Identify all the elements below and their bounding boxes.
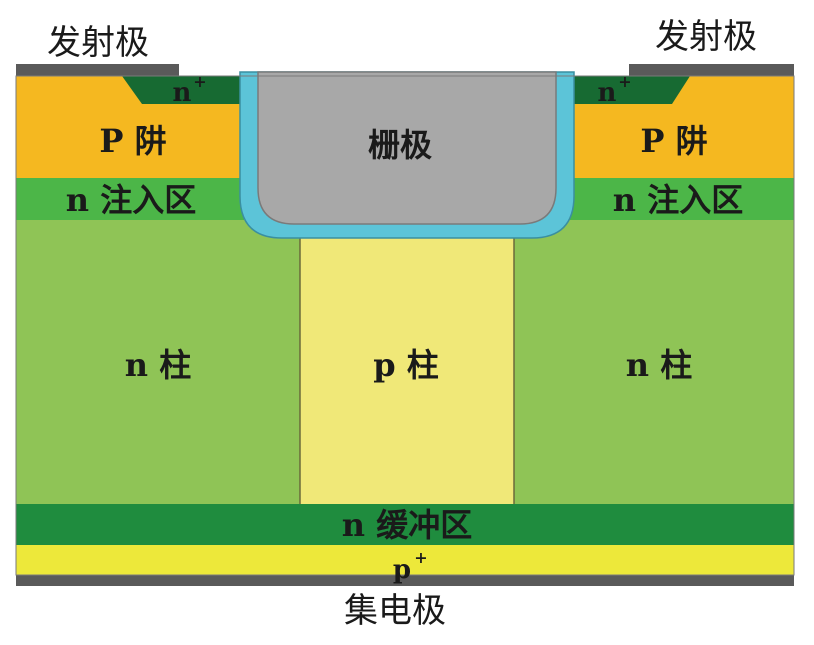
- n-plus-label-left: n: [173, 78, 192, 108]
- p-plus-label: p: [393, 555, 411, 585]
- p-well-label-left: P 阱: [99, 122, 166, 160]
- gate-electrode: [257, 71, 557, 225]
- n-injection-left: [16, 178, 244, 220]
- n-pillar-label-left: n 柱: [125, 346, 191, 384]
- emitter-label-left: 发射极: [47, 23, 149, 63]
- n-plus-superscript-right: +: [618, 72, 631, 91]
- n-buffer-label: n 缓冲区: [342, 506, 472, 544]
- n-pillar-right: [514, 220, 794, 504]
- n-plus-region-right: [568, 76, 690, 104]
- p-pillar-label: p 柱: [373, 346, 439, 384]
- n-plus-superscript-left: +: [193, 72, 206, 91]
- emitter-contact-left: [16, 64, 179, 76]
- n-pillar-left: [16, 220, 300, 504]
- n-plus-region-left: [122, 76, 244, 104]
- n-injection-label-right: n 注入区: [613, 181, 743, 219]
- n-pillar-label-right: n 柱: [626, 346, 692, 384]
- n-injection-label-left: n 注入区: [66, 181, 196, 219]
- collector-label: 集电极: [344, 591, 446, 631]
- n-buffer-layer: [16, 504, 794, 545]
- collector-contact: [16, 575, 794, 586]
- p-pillar: [300, 238, 514, 504]
- p-plus-superscript: +: [414, 548, 427, 567]
- gate-label: 栅极: [368, 126, 432, 164]
- emitter-label-right: 发射极: [655, 17, 757, 57]
- p-well-label-right: P 阱: [640, 122, 707, 160]
- p-plus-layer: [16, 545, 794, 575]
- device-outline: [15, 75, 795, 576]
- emitter-contact-right: [629, 64, 794, 76]
- n-injection-right: [568, 178, 794, 220]
- n-plus-label-right: n: [598, 78, 617, 108]
